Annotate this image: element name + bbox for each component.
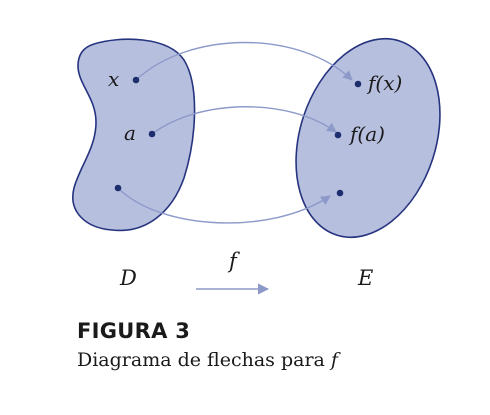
point-x-dot bbox=[132, 76, 140, 84]
point-fa-dot bbox=[334, 131, 342, 139]
point-fx-label: f(x) bbox=[366, 71, 402, 95]
figure-caption-symbol: f bbox=[330, 349, 338, 371]
figure-title: FIGURA 3 bbox=[77, 319, 191, 343]
figure-caption-text: Diagrama de flechas para bbox=[77, 349, 331, 371]
point-a-dot bbox=[148, 130, 156, 138]
mapping-arrow-unlabeled bbox=[117, 187, 331, 224]
point-fx-dot bbox=[354, 80, 362, 88]
mapping-arrow-x-to-fx bbox=[135, 41, 353, 81]
codomain-set-region bbox=[295, 37, 441, 239]
point-x-label: x bbox=[108, 67, 119, 91]
point-unlabeled-dot bbox=[114, 184, 122, 192]
domain-set-label: D bbox=[119, 266, 137, 290]
arrow-diagram: x a f(x) f(a) D E f bbox=[72, 37, 441, 295]
point-unlabeled-image-dot bbox=[336, 189, 344, 197]
function-label: f bbox=[227, 249, 240, 273]
point-fa-label: f(a) bbox=[348, 122, 385, 146]
figure-caption: Diagrama de flechas para f bbox=[77, 349, 338, 371]
point-a-label: a bbox=[124, 121, 136, 145]
mapping-arrow-a-to-fa bbox=[151, 106, 337, 135]
domain-set-region bbox=[72, 38, 196, 232]
codomain-set-label: E bbox=[357, 266, 373, 290]
